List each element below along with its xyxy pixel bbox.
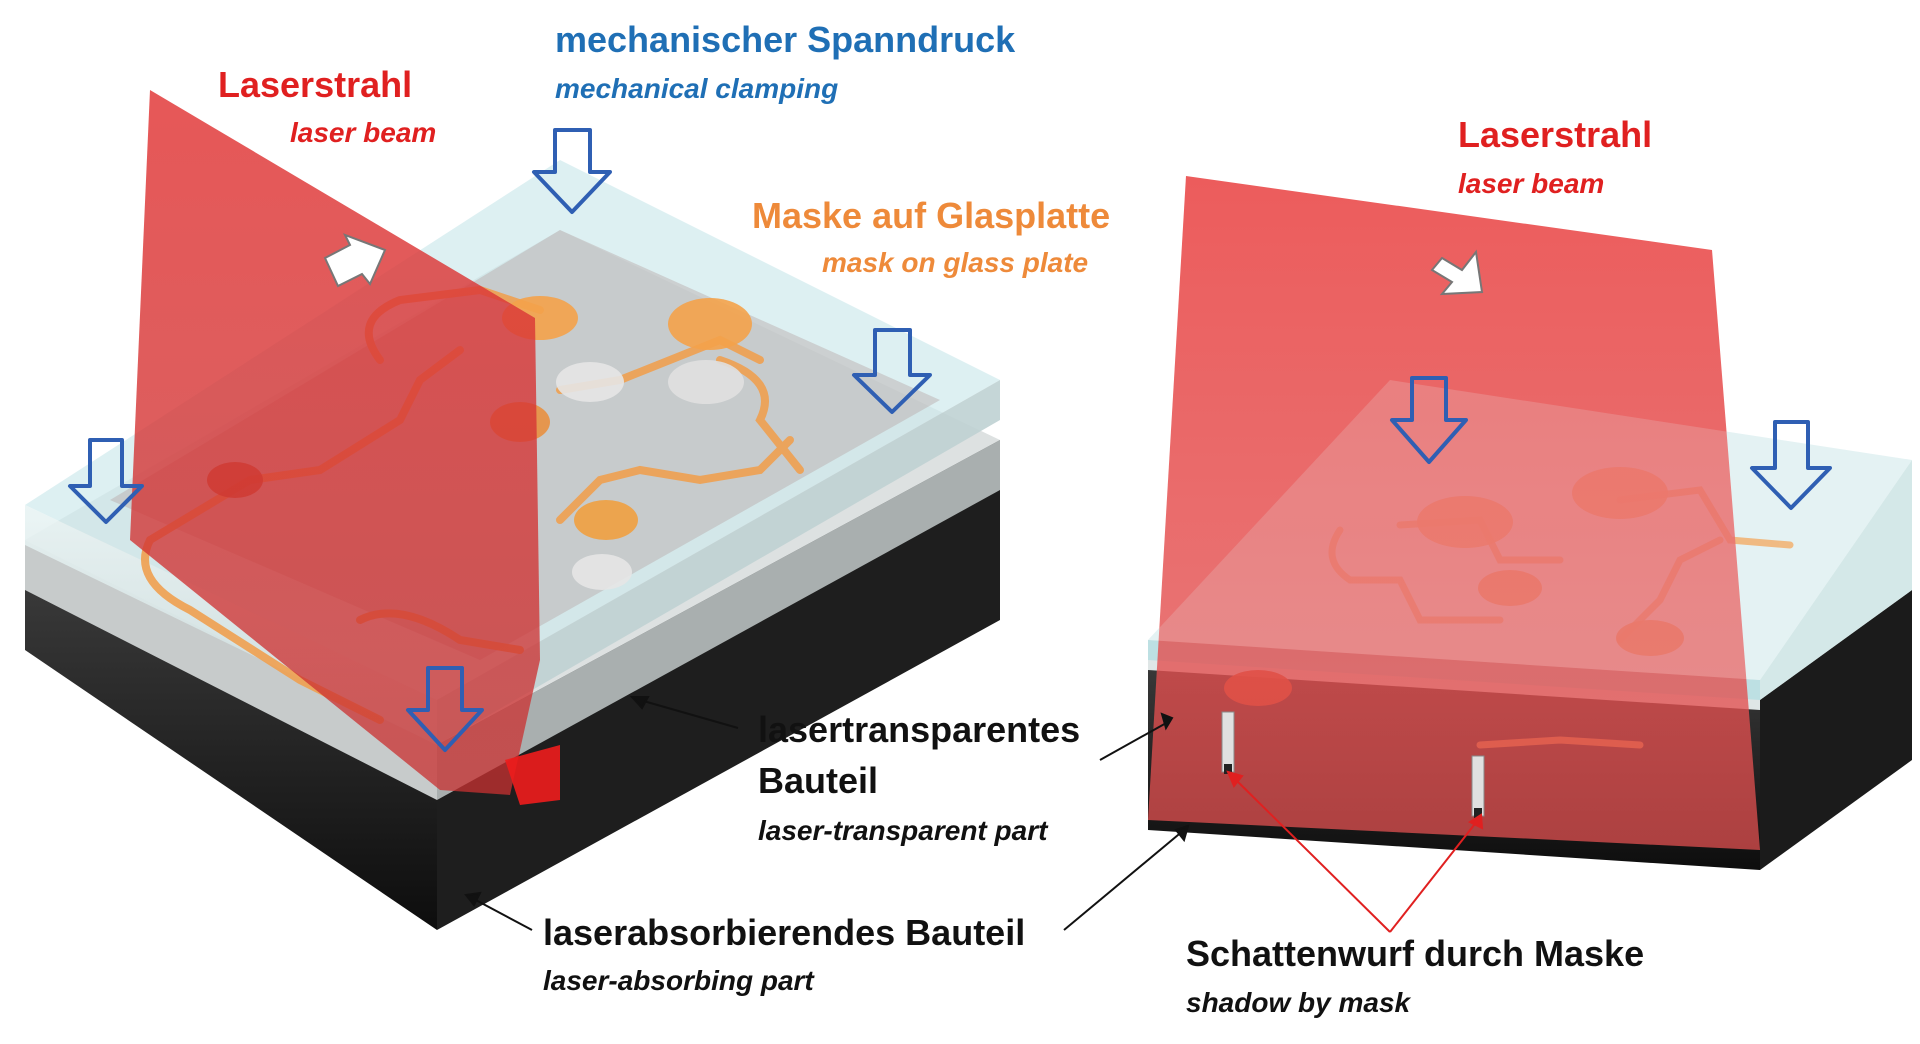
transparent-part-en: laser-transparent part <box>758 815 1049 846</box>
left-glass-plate-right-face <box>437 380 1000 745</box>
mask-de: Maske auf Glasplatte <box>752 195 1110 236</box>
laser-right-en: laser beam <box>1458 168 1604 199</box>
label-transparent-part: lasertransparentes Bauteil laser-transpa… <box>758 709 1080 846</box>
leader-absorbing-left <box>471 897 533 931</box>
leader-transparent-right <box>1099 721 1169 761</box>
left-assembly <box>25 90 1000 930</box>
clamping-en: mechanical clamping <box>555 73 838 104</box>
clamping-de: mechanischer Spanndruck <box>555 19 1016 60</box>
leader-absorbing-right <box>1063 829 1185 931</box>
right-laser-beam <box>1148 176 1760 850</box>
clamp-arrow-down-icon <box>1750 420 1832 510</box>
label-clamping: mechanischer Spanndruck mechanical clamp… <box>555 19 1016 104</box>
left-laser-beam-footprint <box>505 745 560 805</box>
left-transparent-part-right-face <box>437 440 1000 800</box>
clamp-arrow-down-icon <box>852 328 932 414</box>
left-clamping-arrows <box>68 128 932 752</box>
label-absorbing-part: laserabsorbierendes Bauteil laser-absorb… <box>543 912 1025 996</box>
clamp-arrow-down-icon <box>68 438 144 524</box>
shadow-en: shadow by mask <box>1186 987 1412 1018</box>
mask-en: mask on glass plate <box>822 247 1088 278</box>
label-mask: Maske auf Glasplatte mask on glass plate <box>752 195 1110 278</box>
clamp-arrow-down-icon <box>532 128 612 214</box>
leader-lines <box>464 696 1190 931</box>
laser-left-en: laser beam <box>290 117 436 148</box>
transparent-part-de-line2: Bauteil <box>758 760 878 801</box>
laser-direction-arrow-icon <box>323 233 387 288</box>
absorbing-part-en: laser-absorbing part <box>543 965 815 996</box>
absorbing-part-de: laserabsorbierendes Bauteil <box>543 912 1025 953</box>
right-mask-glass-plate <box>1148 380 1912 680</box>
laser-left-de: Laserstrahl <box>218 64 412 105</box>
label-laser-left: Laserstrahl laser beam <box>218 64 436 148</box>
label-shadow: Schattenwurf durch Maske shadow by mask <box>1186 933 1644 1018</box>
shadow-leader-lines <box>1226 770 1484 933</box>
right-clamping-arrows <box>1390 376 1832 510</box>
right-assembly <box>1148 176 1912 870</box>
shadow-de: Schattenwurf durch Maske <box>1186 933 1644 974</box>
left-laser-beam <box>130 90 540 795</box>
left-transparent-part-front-face <box>25 540 437 800</box>
label-laser-right: Laserstrahl laser beam <box>1458 114 1652 199</box>
leader-transparent-left <box>639 699 739 729</box>
clamp-arrow-down-icon <box>406 666 484 752</box>
transparent-part-de-line1: lasertransparentes <box>758 709 1080 750</box>
right-glass-plate-right-face <box>1760 460 1912 700</box>
laser-right-de: Laserstrahl <box>1458 114 1652 155</box>
laser-direction-arrow-icon <box>1430 249 1484 296</box>
right-absorbing-part-right-face <box>1760 590 1912 870</box>
clamp-arrow-down-icon <box>1390 376 1468 464</box>
left-absorbing-part-left-face <box>25 580 437 930</box>
